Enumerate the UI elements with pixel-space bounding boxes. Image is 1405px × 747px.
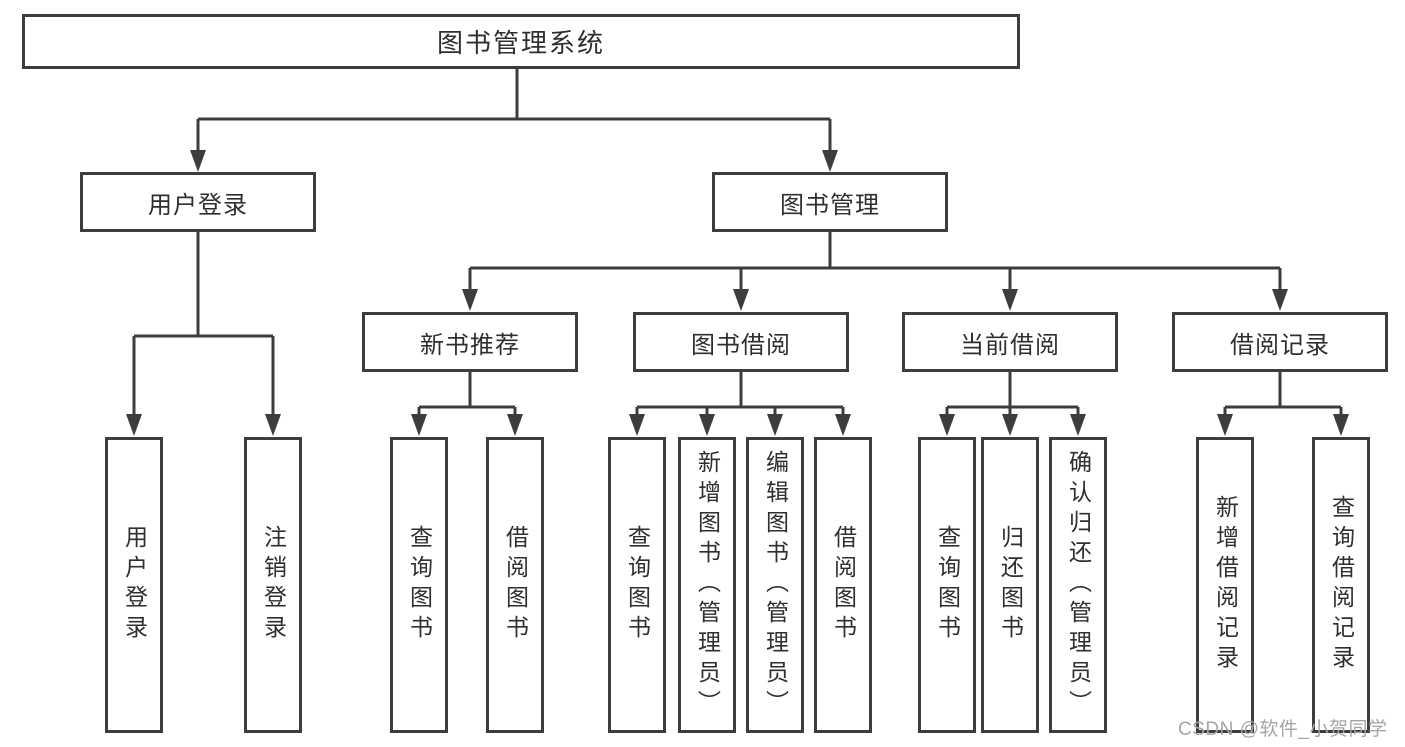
node-label: 用户登录 bbox=[148, 191, 248, 219]
node-book-borrowing: 图书借阅 bbox=[633, 312, 849, 372]
leaf-user-login: 用户登录 bbox=[105, 437, 163, 733]
connector-line bbox=[132, 232, 275, 416]
arrow-down-icon bbox=[822, 150, 838, 172]
connector-line bbox=[1223, 372, 1343, 416]
arrow-down-icon bbox=[1070, 414, 1086, 436]
connector-line bbox=[196, 69, 832, 152]
arrow-down-icon bbox=[411, 414, 427, 436]
node-label: 用户登录 bbox=[121, 525, 148, 645]
edges-root-to-level2 bbox=[190, 69, 838, 172]
node-label: 借阅图书 bbox=[502, 525, 529, 645]
leaf-edit-books-admin: 编辑图书（管理员） bbox=[746, 437, 804, 733]
connector-line bbox=[635, 372, 845, 416]
node-label: 归还图书 bbox=[997, 525, 1024, 645]
leaf-query-books-recommend: 查询图书 bbox=[390, 437, 448, 733]
edges-current-borrowing-children bbox=[939, 372, 1086, 436]
leaf-query-books-current: 查询图书 bbox=[918, 437, 976, 733]
leaf-confirm-return-admin: 确认归还（管理员） bbox=[1049, 437, 1107, 733]
arrow-down-icon bbox=[835, 414, 851, 436]
node-label: 注销登录 bbox=[260, 525, 287, 645]
leaf-query-borrow-record: 查询借阅记录 bbox=[1312, 437, 1370, 733]
node-borrowing-records: 借阅记录 bbox=[1172, 312, 1388, 372]
node-label: 查询图书 bbox=[624, 525, 651, 645]
node-label: 图书借阅 bbox=[691, 331, 791, 359]
node-label: 新书推荐 bbox=[420, 331, 520, 359]
arrow-down-icon bbox=[1333, 414, 1349, 436]
leaf-borrow-books-recommend: 借阅图书 bbox=[486, 437, 544, 733]
edges-book-borrowing-children bbox=[629, 372, 851, 436]
arrow-down-icon bbox=[699, 414, 715, 436]
arrow-down-icon bbox=[507, 414, 523, 436]
node-user-login: 用户登录 bbox=[80, 172, 316, 232]
edges-new-book-recommend-children bbox=[411, 372, 523, 436]
arrow-down-icon bbox=[939, 414, 955, 436]
node-library-management-system: 图书管理系统 bbox=[22, 14, 1020, 69]
arrow-down-icon bbox=[265, 414, 281, 436]
arrow-down-icon bbox=[629, 414, 645, 436]
node-new-book-recommend: 新书推荐 bbox=[362, 312, 578, 372]
node-label: 图书管理系统 bbox=[436, 28, 605, 58]
node-label: 编辑图书（管理员） bbox=[762, 450, 789, 720]
arrow-down-icon bbox=[1217, 414, 1233, 436]
arrow-down-icon bbox=[1272, 289, 1288, 311]
node-label: 查询图书 bbox=[406, 525, 433, 645]
node-book-management: 图书管理 bbox=[712, 172, 948, 232]
leaf-add-borrow-record: 新增借阅记录 bbox=[1196, 437, 1254, 733]
arrow-down-icon bbox=[1002, 289, 1018, 311]
leaf-borrow-books: 借阅图书 bbox=[814, 437, 872, 733]
csdn-watermark: CSDN @软件_小贺同学 bbox=[1178, 719, 1388, 740]
edges-book-management-to-level3 bbox=[462, 232, 1288, 311]
leaf-query-books-borrowing: 查询图书 bbox=[608, 437, 666, 733]
node-label: 新增借阅记录 bbox=[1212, 495, 1239, 675]
arrow-down-icon bbox=[733, 289, 749, 311]
node-label: 借阅图书 bbox=[830, 525, 857, 645]
arrow-down-icon bbox=[462, 289, 478, 311]
node-label: 新增图书（管理员） bbox=[694, 450, 721, 720]
node-current-borrowing: 当前借阅 bbox=[902, 312, 1118, 372]
arrow-down-icon bbox=[190, 150, 206, 172]
arrow-down-icon bbox=[1002, 414, 1018, 436]
leaf-add-books-admin: 新增图书（管理员） bbox=[678, 437, 736, 733]
leaf-return-books: 归还图书 bbox=[981, 437, 1039, 733]
node-label: 当前借阅 bbox=[960, 331, 1060, 359]
edges-borrowing-records-children bbox=[1217, 372, 1349, 436]
arrow-down-icon bbox=[767, 414, 783, 436]
connector-line bbox=[468, 232, 1282, 291]
leaf-logout: 注销登录 bbox=[244, 437, 302, 733]
node-label: 图书管理 bbox=[780, 191, 880, 219]
connector-line bbox=[945, 372, 1080, 416]
edges-user-login-children bbox=[126, 232, 281, 436]
arrow-down-icon bbox=[126, 414, 142, 436]
node-label: 确认归还（管理员） bbox=[1065, 450, 1092, 720]
node-label: 借阅记录 bbox=[1230, 331, 1330, 359]
node-label: 查询图书 bbox=[934, 525, 961, 645]
node-label: 查询借阅记录 bbox=[1328, 495, 1355, 675]
connector-line bbox=[417, 372, 517, 416]
